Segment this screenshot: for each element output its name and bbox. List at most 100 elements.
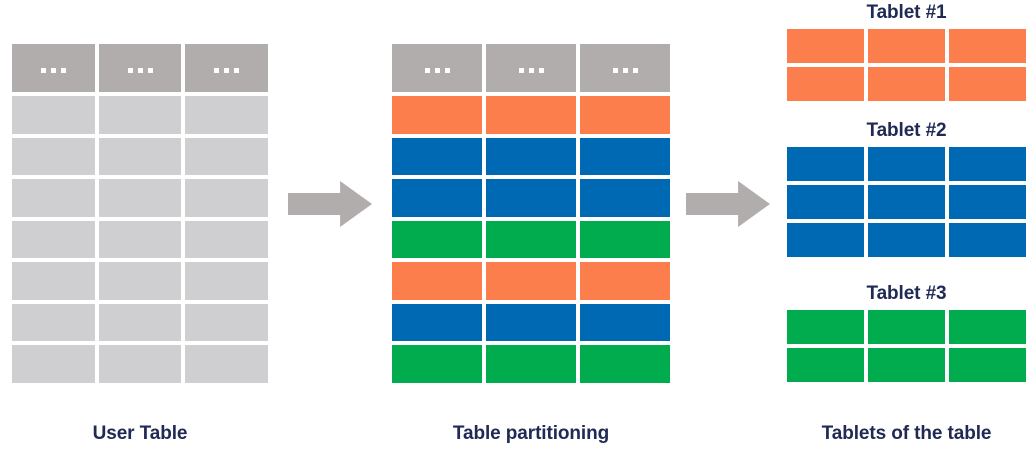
table-cell (787, 29, 864, 63)
ellipsis-icon (518, 67, 544, 73)
table-cell (787, 67, 864, 101)
table-cell (12, 262, 95, 300)
table-cell (98, 303, 182, 342)
table-row (392, 303, 670, 342)
tablet-3-grid (787, 310, 1026, 382)
table-row (392, 137, 670, 176)
tablet-3-title: Tablet #3 (866, 283, 947, 304)
table-cell (185, 137, 269, 176)
table-row (12, 345, 269, 384)
table-cell (185, 220, 269, 259)
table-row (12, 262, 269, 300)
partition-table-caption: Table partitioning (452, 423, 610, 444)
tablets-caption: Tablets of the table (821, 423, 992, 444)
table-cell (98, 220, 182, 259)
table-row (787, 223, 1026, 257)
partition-table-header-cell-1 (392, 44, 482, 92)
table-cell (868, 67, 945, 101)
table-cell (12, 303, 95, 342)
tablet-1-grid (787, 29, 1026, 101)
table-cell (949, 67, 1026, 101)
table-cell (580, 96, 670, 134)
table-cell (486, 262, 576, 300)
tablet-1-title: Tablet #1 (866, 2, 947, 23)
table-cell (787, 223, 864, 257)
table-row (392, 220, 670, 259)
table-cell (185, 303, 269, 342)
table-cell (580, 345, 670, 384)
table-cell (949, 147, 1026, 181)
table-cell (949, 185, 1026, 219)
table-cell (185, 96, 269, 134)
table-cell (580, 262, 670, 300)
table-cell (98, 262, 182, 300)
table-row (12, 220, 269, 259)
user-table-header-cell-2 (98, 44, 182, 92)
table-cell (392, 220, 482, 259)
table-cell (12, 345, 95, 384)
table-cell (98, 137, 182, 176)
table-row (12, 179, 269, 217)
partition-table-header-cell-2 (486, 44, 576, 92)
table-cell (486, 179, 576, 217)
table-cell (392, 137, 482, 176)
table-cell (12, 179, 95, 217)
table-cell (868, 29, 945, 63)
table-cell (868, 348, 945, 382)
partition-table-header-row (392, 44, 670, 92)
table-cell (392, 96, 482, 134)
user-table-header-row (12, 44, 269, 92)
table-cell (868, 310, 945, 344)
user-table-header-cell-3 (185, 44, 269, 92)
table-cell (486, 96, 576, 134)
table-row (787, 147, 1026, 181)
tablet-2: Tablet #2 (787, 120, 1026, 257)
table-cell (949, 29, 1026, 63)
table-cell (949, 223, 1026, 257)
table-cell (787, 147, 864, 181)
partition-table (392, 44, 670, 384)
table-cell (98, 345, 182, 384)
arrow-right-icon (288, 181, 372, 227)
table-row (12, 96, 269, 134)
table-row (787, 348, 1026, 382)
ellipsis-icon (424, 67, 450, 73)
table-cell (392, 303, 482, 342)
table-row (12, 137, 269, 176)
table-cell (185, 179, 269, 217)
table-row (392, 96, 670, 134)
table-row (787, 185, 1026, 219)
table-cell (580, 303, 670, 342)
table-cell (392, 345, 482, 384)
table-cell (486, 303, 576, 342)
table-cell (12, 96, 95, 134)
table-cell (868, 185, 945, 219)
table-row (787, 67, 1026, 101)
table-row (12, 303, 269, 342)
table-cell (486, 137, 576, 176)
table-cell (185, 262, 269, 300)
user-table (12, 44, 269, 384)
table-cell (949, 348, 1026, 382)
arrow-right-icon (686, 181, 770, 227)
table-cell (98, 96, 182, 134)
ellipsis-icon (127, 67, 153, 73)
table-row (392, 345, 670, 384)
table-row (787, 310, 1026, 344)
tablet-3: Tablet #3 (787, 283, 1026, 382)
table-cell (580, 137, 670, 176)
table-cell (12, 220, 95, 259)
tablet-2-title: Tablet #2 (866, 120, 947, 141)
table-cell (949, 310, 1026, 344)
user-table-header-cell-1 (12, 44, 95, 92)
table-row (787, 29, 1026, 63)
table-cell (392, 179, 482, 217)
table-cell (787, 310, 864, 344)
table-cell (787, 348, 864, 382)
table-cell (868, 223, 945, 257)
table-cell (185, 345, 269, 384)
tablet-2-grid (787, 147, 1026, 257)
table-row (392, 179, 670, 217)
table-cell (12, 137, 95, 176)
